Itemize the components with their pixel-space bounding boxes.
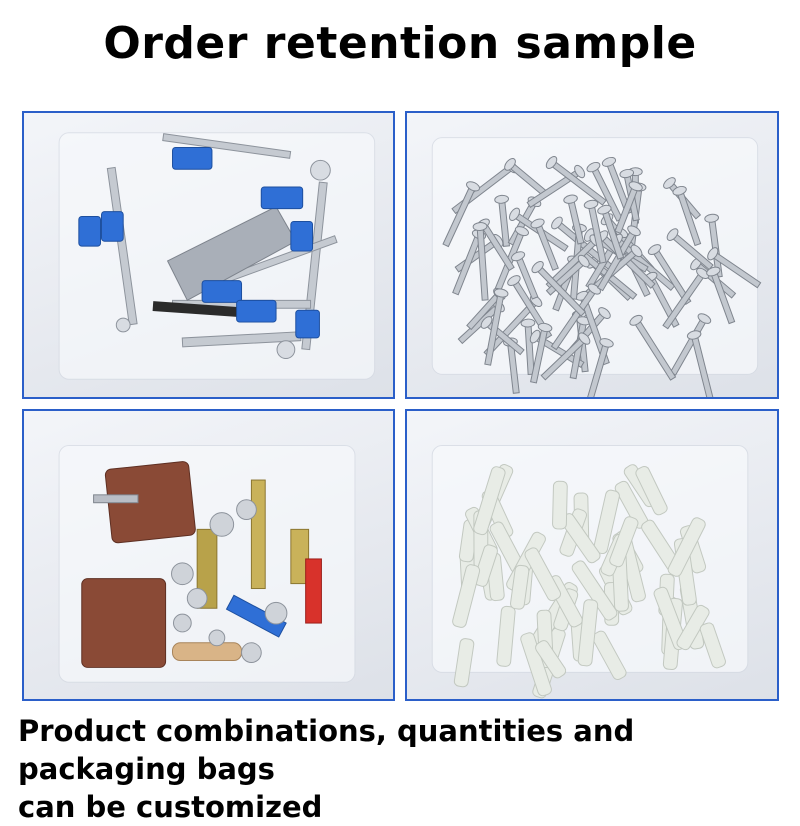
sample-bag-mixed-hardware <box>22 111 395 399</box>
sample-bag-mixed-fittings <box>22 409 395 701</box>
white-plastic-anchors-icon <box>431 445 749 699</box>
caption-line-1: Product combinations, quantities and pac… <box>18 714 635 786</box>
steel-machine-screws-icon <box>431 137 762 397</box>
sample-bag-machine-screws <box>405 111 779 399</box>
customization-caption: Product combinations, quantities and pac… <box>18 712 788 826</box>
page-title: Order retention sample <box>103 18 697 69</box>
caption-line-2: can be customized <box>18 790 323 824</box>
mixed-hardware-blue-cam-screws-icon <box>58 132 376 380</box>
sample-bag-plastic-anchors <box>405 409 779 701</box>
mixed-fittings-brown-hinges-icon <box>58 445 356 683</box>
